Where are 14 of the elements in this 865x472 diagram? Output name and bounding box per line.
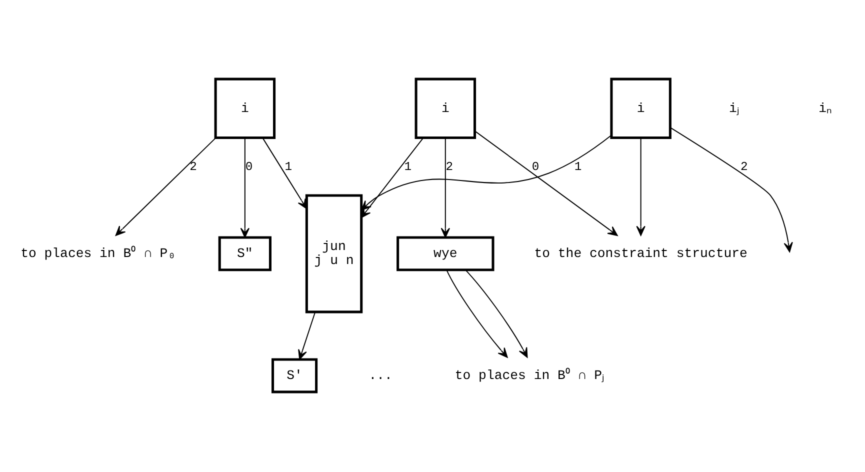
edge-label: 1 <box>574 159 582 174</box>
node-text: to places in B⁰ ∩ P₀ <box>20 246 176 261</box>
node-text: to places in B⁰ ∩ Pⱼ <box>454 368 604 383</box>
edge-label: 1 <box>404 159 412 174</box>
label: ... <box>368 368 392 383</box>
edge-label: 0 <box>531 159 539 174</box>
node-text: to the constraint structure <box>534 246 747 261</box>
label: iₙ <box>818 100 832 116</box>
edge-label: 0 <box>244 159 252 174</box>
edge-label: 2 <box>445 159 453 174</box>
edge-label: 2 <box>189 159 196 174</box>
edge-label: 1 <box>284 159 292 174</box>
edge-label: 2 <box>740 159 748 174</box>
label: iⱼ <box>728 100 738 116</box>
